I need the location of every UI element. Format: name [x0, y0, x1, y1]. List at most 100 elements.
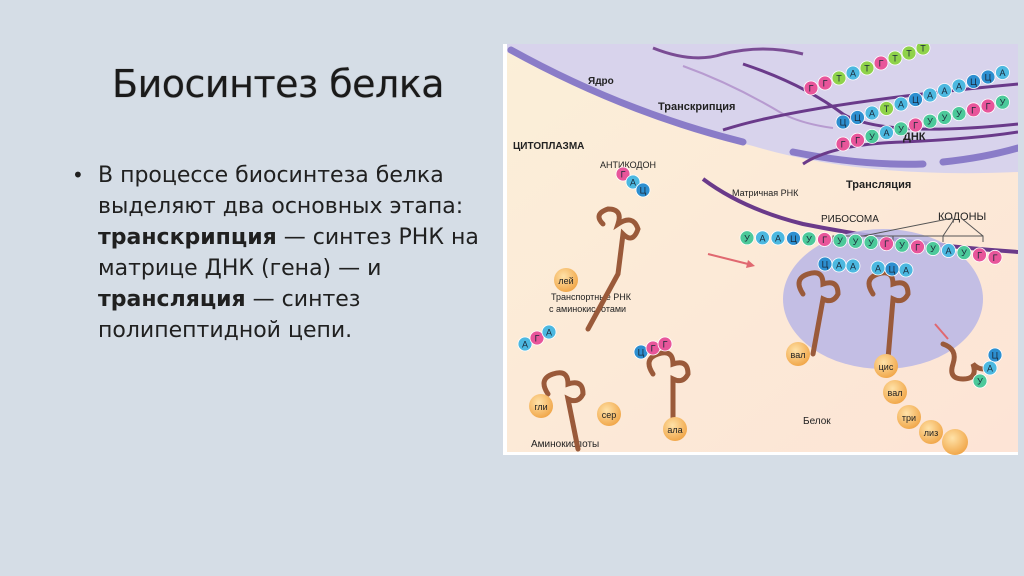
svg-text:У: У [1000, 98, 1006, 108]
label-codons: КОДОНЫ [938, 211, 986, 223]
svg-text:Ц: Ц [889, 265, 896, 275]
trna-ala-shape [646, 350, 691, 437]
svg-text:А: А [875, 264, 881, 274]
svg-text:Т: Т [884, 104, 890, 114]
svg-text:А: А [546, 328, 552, 338]
svg-text:Ц: Ц [970, 77, 977, 87]
svg-text:Т: Т [906, 49, 912, 59]
svg-text:У: У [977, 377, 983, 387]
svg-text:А: А [945, 246, 951, 256]
svg-text:А: А [883, 128, 889, 138]
svg-text:Т: Т [920, 44, 926, 54]
aa-ala: ала [667, 425, 682, 435]
label-cytoplasm: ЦИТОПЛАЗМА [513, 141, 584, 152]
label-dna: ДНК [903, 131, 926, 143]
svg-text:У: У [899, 241, 905, 251]
svg-text:А: А [898, 100, 904, 110]
term-transcription: транскрипция [98, 225, 277, 250]
svg-text:Г: Г [855, 136, 860, 146]
text-part: — синтез полипептидной цепи. [98, 287, 361, 343]
svg-text:Т: Т [864, 64, 870, 74]
svg-text:Г: Г [651, 344, 656, 354]
svg-text:Г: Г [823, 79, 828, 89]
label-anticodon: АНТИКОДОН [600, 160, 656, 170]
trna-val-shape [796, 270, 841, 357]
svg-text:А: А [836, 261, 842, 271]
label-nucleus: Ядро [588, 76, 614, 87]
trna-leaving-shape [940, 341, 996, 382]
svg-text:А: А [850, 262, 856, 272]
svg-text:Ц: Ц [640, 186, 647, 196]
svg-text:Ц: Ц [992, 351, 999, 361]
svg-text:Г: Г [841, 140, 846, 150]
svg-text:А: А [903, 266, 909, 276]
label-translation: Трансляция [846, 179, 911, 191]
label-mrna: Матричная РНК [732, 188, 799, 198]
aa-leu: лей [558, 276, 573, 286]
svg-text:У: У [744, 233, 750, 243]
label-trna-2: с аминокислотами [549, 304, 626, 314]
label-transcription: Транскрипция [658, 101, 735, 113]
aa-gly: гли [534, 402, 547, 412]
svg-text:У: У [927, 117, 933, 127]
svg-text:У: У [961, 248, 967, 258]
svg-text:У: У [853, 237, 859, 247]
bullet-list: • В процессе биосинтеза белка выделяют д… [72, 160, 492, 346]
slide-title: Биосинтез белка [112, 62, 445, 106]
label-protein: Белок [803, 416, 831, 427]
svg-text:А: А [630, 178, 636, 188]
svg-text:Г: Г [977, 250, 982, 260]
trna-gly-shape [541, 370, 586, 452]
svg-text:У: У [942, 113, 948, 123]
trna-leu-shape [585, 206, 641, 332]
aa-val: вал [791, 350, 806, 360]
svg-text:У: У [806, 234, 812, 244]
bullet-paragraph: В процессе биосинтеза белка выделяют два… [98, 160, 492, 346]
svg-text:Г: Г [809, 84, 814, 94]
svg-text:Г: Г [879, 59, 884, 69]
svg-text:У: У [837, 236, 843, 246]
label-amino-acids: Аминокислоты [531, 439, 599, 450]
svg-text:Г: Г [663, 340, 668, 350]
aa-cys: цис [879, 362, 894, 372]
svg-text:А: А [999, 68, 1005, 78]
svg-text:Г: Г [971, 105, 976, 115]
svg-text:У: У [898, 124, 904, 134]
svg-text:Г: Г [915, 242, 920, 252]
svg-text:Ц: Ц [822, 260, 829, 270]
text-part: — синтез РНК на матрице ДНК (гена) — и [98, 225, 479, 281]
svg-text:Ц: Ц [912, 95, 919, 105]
bullet-icon: • [72, 163, 84, 187]
svg-text:А: А [759, 233, 765, 243]
label-trna: Транспортные РНК [551, 292, 632, 302]
term-translation: трансляция [98, 287, 246, 312]
svg-text:Г: Г [535, 334, 540, 344]
svg-text:А: А [956, 82, 962, 92]
svg-text:Ц: Ц [790, 234, 797, 244]
aa-ser: сер [602, 410, 617, 420]
svg-text:А: А [869, 109, 875, 119]
label-ribosome: РИБОСОМА [821, 214, 879, 225]
svg-text:Ц: Ц [985, 73, 992, 83]
svg-text:А: А [850, 69, 856, 79]
svg-text:Г: Г [913, 121, 918, 131]
nucleus-region [507, 44, 1018, 174]
svg-text:Г: Г [822, 235, 827, 245]
svg-text:Г: Г [884, 239, 889, 249]
svg-text:А: А [941, 86, 947, 96]
amino-acids: лей гли сер ала вал цис вал три лиз [529, 268, 968, 455]
svg-text:Ц: Ц [638, 348, 645, 358]
svg-text:Т: Т [836, 74, 842, 84]
svg-text:А: А [987, 364, 993, 374]
svg-text:Г: Г [621, 170, 626, 180]
svg-text:Ц: Ц [854, 113, 861, 123]
svg-text:У: У [868, 238, 874, 248]
text-part: В процессе биосинтеза белка выделяют два… [98, 163, 464, 219]
svg-text:У: У [956, 109, 962, 119]
svg-text:Ц: Ц [840, 118, 847, 128]
svg-text:А: А [522, 340, 528, 350]
aa-trp: три [902, 413, 916, 423]
aa-lys: лиз [924, 428, 938, 438]
svg-text:Г: Г [993, 253, 998, 263]
